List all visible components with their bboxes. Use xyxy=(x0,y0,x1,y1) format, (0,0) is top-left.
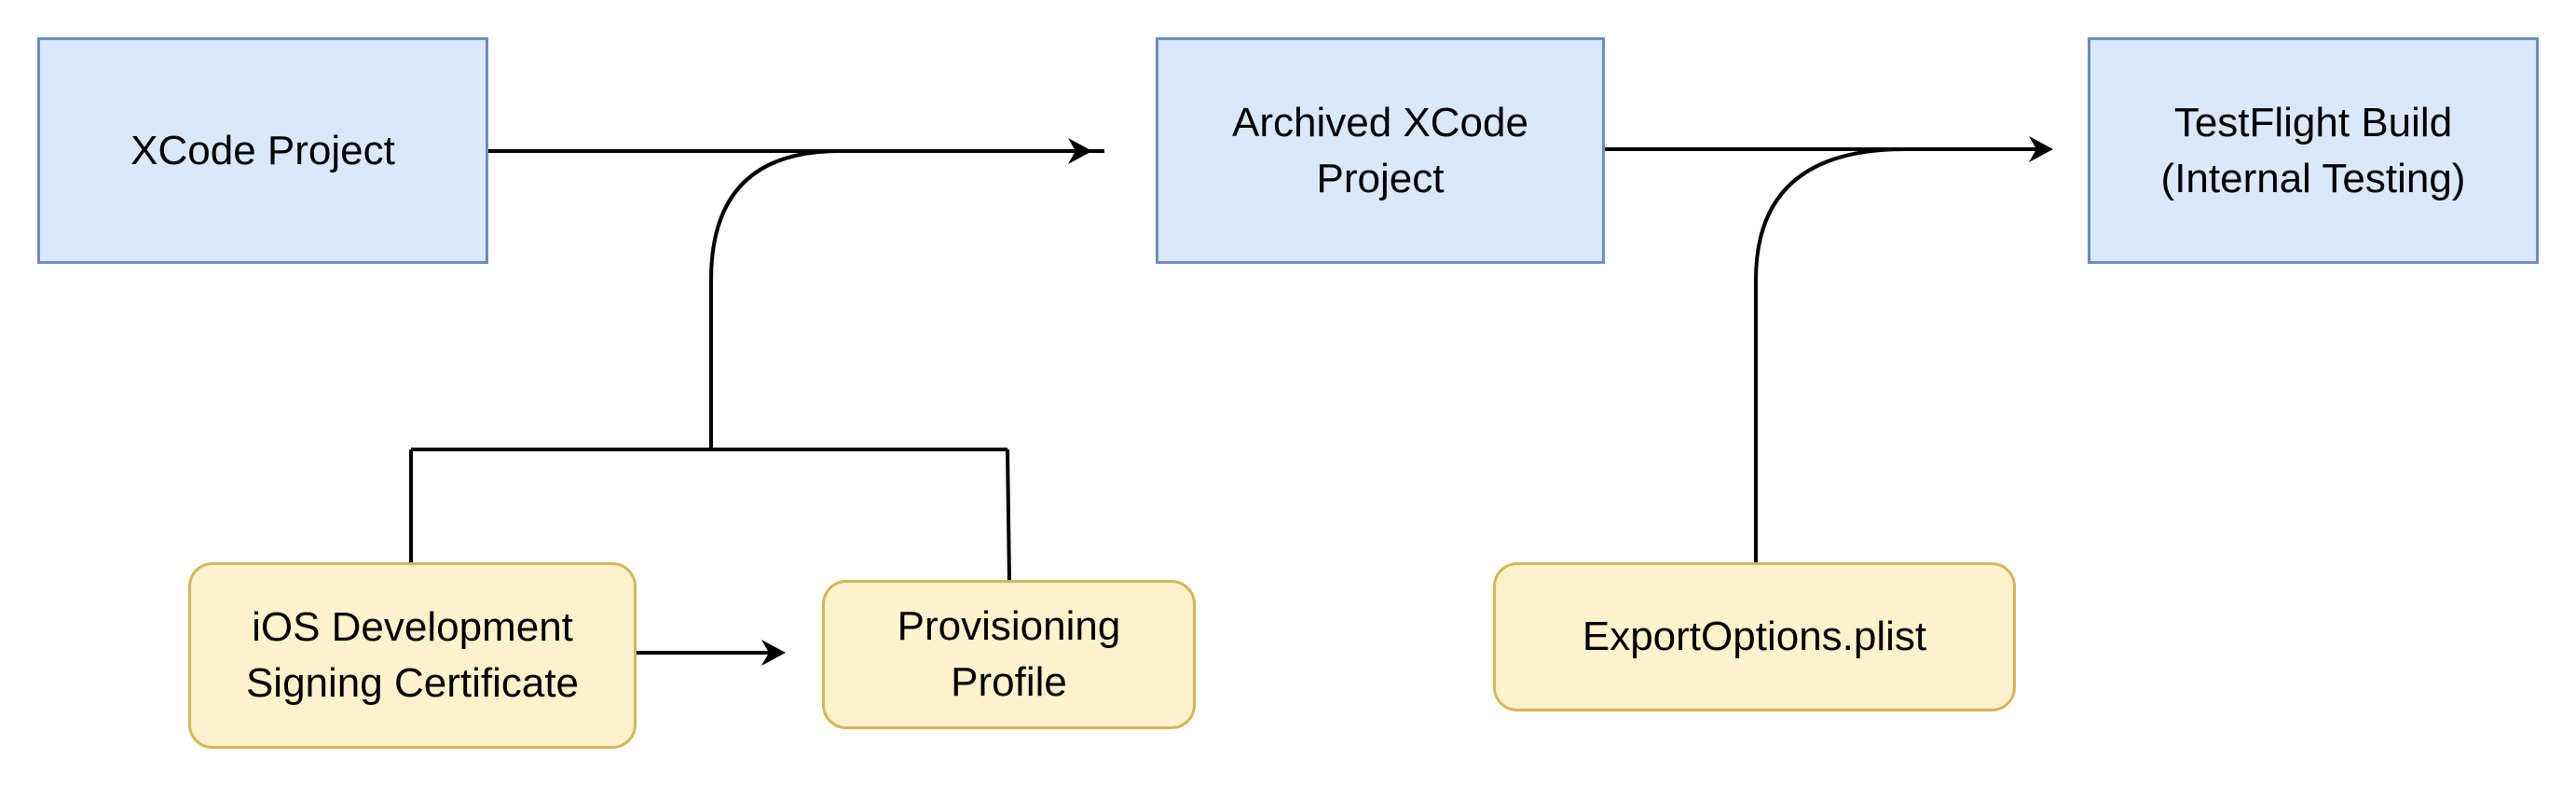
edge-signing-merge-curve xyxy=(709,149,857,449)
node-provisioning-profile-label: Provisioning Profile xyxy=(897,603,1121,705)
node-testflight-build[interactable]: TestFlight Build (Internal Testing) xyxy=(2088,37,2539,264)
node-provisioning-profile[interactable]: Provisioning Profile xyxy=(822,580,1196,729)
node-xcode-project[interactable]: XCode Project xyxy=(37,37,488,264)
edge-certificate-to-profile-arrowhead xyxy=(761,640,786,666)
edge-archived-to-testflight-arrowhead xyxy=(2029,136,2053,162)
edge-exportoptions-merge-curve xyxy=(1754,147,1906,562)
edge-profile-bracket-vertical xyxy=(1006,449,1011,581)
edge-xcode-to-archived-arrowhead xyxy=(1068,138,1092,164)
node-archived-xcode-project[interactable]: Archived XCode Project xyxy=(1156,37,1605,264)
node-archived-xcode-project-label: Archived XCode Project xyxy=(1232,99,1528,201)
node-ios-signing-certificate[interactable]: iOS Development Signing Certificate xyxy=(188,562,637,749)
node-ios-signing-certificate-label: iOS Development Signing Certificate xyxy=(245,604,580,706)
node-testflight-build-label: TestFlight Build (Internal Testing) xyxy=(2160,99,2466,201)
node-xcode-project-label: XCode Project xyxy=(130,127,395,173)
node-export-options-plist[interactable]: ExportOptions.plist xyxy=(1493,562,2016,711)
node-export-options-plist-label: ExportOptions.plist xyxy=(1582,614,1927,659)
